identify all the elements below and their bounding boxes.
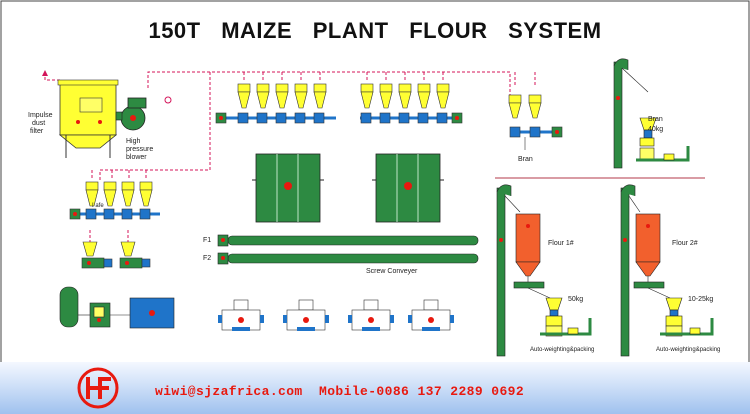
pneumatic-pipe-network [44,71,536,245]
label-pressure: pressure [126,146,154,153]
cyclone-group-1 [215,83,336,124]
contact-info: wiwi@sjzafrica.com Mobile-0086 137 2289 … [155,384,525,399]
arrow-up-icon [42,70,48,76]
air-compressor-set [59,286,175,329]
label-screw-conveyor: Screw Conveyer [366,268,418,275]
diagram-title: 150T MAIZE PLANT FLOUR SYSTEM [148,18,602,43]
footer-bar [0,362,750,414]
label-auto-weighing-2: Auto-weighting&packing [656,347,721,353]
label-flour2: Flour 2# [672,240,698,247]
plansifter-right [372,153,444,223]
bran-cyclones [508,94,563,150]
label-bran-left: Bran [518,156,533,163]
label-f1: F1 [203,237,212,244]
label-flour2-weight: 10-25kg [688,296,714,303]
label-f2: F2 [203,255,212,262]
company-logo [77,367,119,409]
bran-packing-line [613,58,690,169]
screw-conveyor-f2 [217,252,479,265]
label-filter: filter [30,128,44,135]
label-flour1-weight: 50kg [568,296,584,303]
label-blower: blower [126,154,147,161]
feeder-units [81,241,151,269]
high-pressure-blower [115,97,147,131]
label-bran-right: Bran [648,116,663,123]
roller-mills [218,299,454,331]
plansifter-left [252,153,324,223]
label-impulse: Impulse [28,112,53,119]
flour2-packing-line [620,184,714,357]
label-dust: dust [32,120,46,127]
label-flour1: Flour 1# [548,240,574,247]
lower-left-cyclones [69,181,160,220]
impulse-dust-filter [57,79,119,158]
cyclone-group-2 [360,83,463,124]
label-high: High [126,138,141,145]
label-small-tag: I afe [92,203,104,209]
flour1-packing-line [496,184,592,357]
label-bran-weight: 40kg [648,126,664,133]
pipe-valve-icon [164,96,172,104]
label-auto-weighing-1: Auto-weighting&packing [530,347,595,353]
screw-conveyor-f1 [217,234,479,247]
